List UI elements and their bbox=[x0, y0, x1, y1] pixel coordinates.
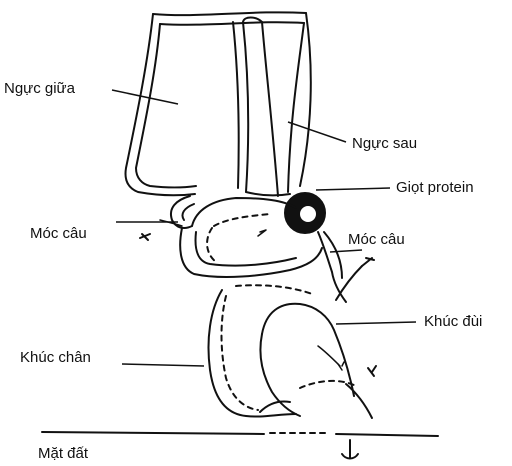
hind-thorax-segment bbox=[243, 13, 311, 196]
tibia-segment bbox=[209, 285, 373, 418]
leader-khuc-dui bbox=[336, 322, 416, 324]
small-arrow-left bbox=[140, 234, 150, 240]
thorax-top-edge bbox=[153, 12, 306, 24]
small-arrow-leg bbox=[368, 366, 376, 376]
leader-nguc-giua bbox=[112, 90, 178, 104]
label-khuc-dui: Khúc đùi bbox=[424, 313, 482, 330]
label-nguc-giua: Ngực giữa bbox=[4, 80, 76, 97]
label-moc-cau-left: Móc câu bbox=[30, 225, 87, 242]
leader-giot-protein bbox=[316, 188, 390, 190]
label-moc-cau-right: Móc câu bbox=[348, 231, 405, 248]
label-khuc-chan: Khúc chân bbox=[20, 349, 91, 366]
protein-droplet bbox=[285, 193, 325, 233]
middle-thorax-segment bbox=[126, 14, 249, 195]
label-mat-dat: Mặt đất bbox=[38, 445, 89, 462]
femur-segment bbox=[260, 304, 354, 416]
label-giot-protein: Giọt protein bbox=[396, 179, 474, 196]
leader-nguc-sau bbox=[288, 122, 346, 142]
ground-line bbox=[42, 432, 438, 459]
leader-khuc-chan bbox=[122, 364, 204, 366]
label-nguc-sau: Ngực sau bbox=[352, 135, 417, 152]
leader-moc-cau-right bbox=[330, 250, 362, 252]
left-hook bbox=[160, 196, 194, 228]
